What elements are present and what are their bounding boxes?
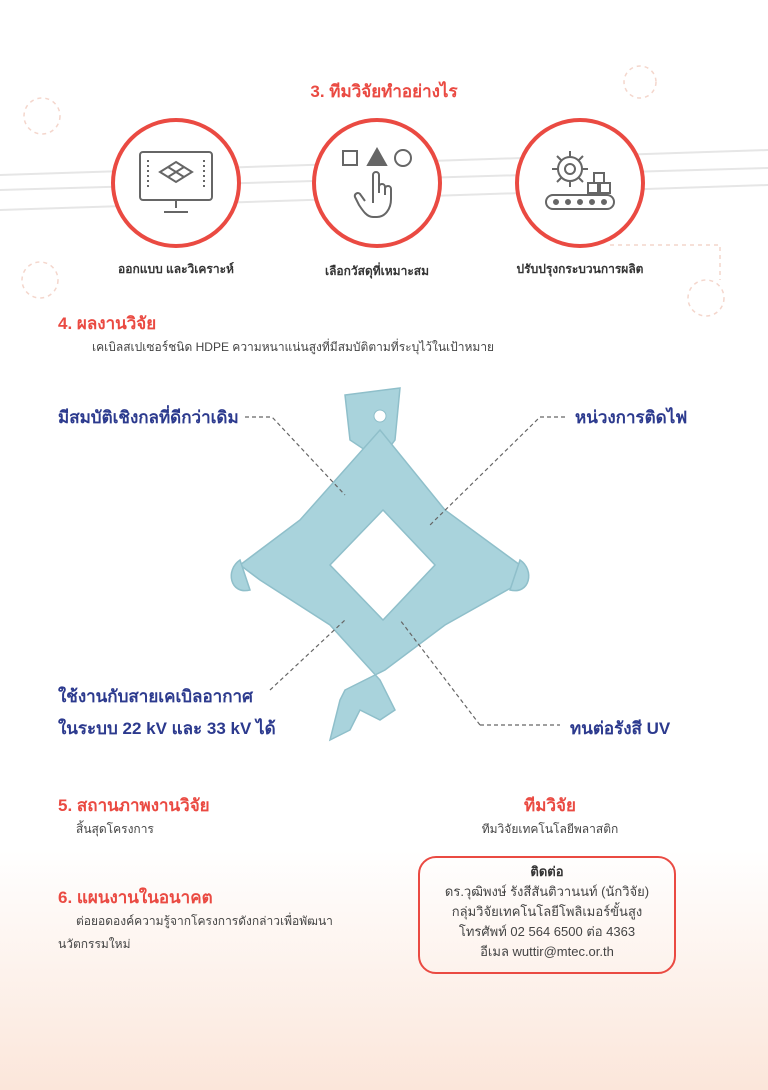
contact-phone: โทรศัพท์ 02 564 6500 ต่อ 4363 xyxy=(458,924,636,939)
step-label: เลือกวัสดุที่เหมาะสม xyxy=(324,264,430,278)
cable-spacer-image xyxy=(230,387,565,742)
contact-group: กลุ่มวิจัยเทคโนโลยีโพลิเมอร์ขั้นสูง xyxy=(451,904,643,919)
section5-desc: สิ้นสุดโครงการ xyxy=(76,822,154,836)
contact-email[interactable]: อีเมล wuttir@mtec.or.th xyxy=(480,944,614,959)
contact-box: ติดต่อ ดร.วุฒิพงษ์ รังสีสันติวานนท์ (นัก… xyxy=(418,856,676,974)
section5-title: 5. สถานภาพงานวิจัย xyxy=(58,796,210,815)
callout-aerial-cable: ใช้งานกับสายเคเบิลอากาศ xyxy=(58,687,253,706)
step-process-circle xyxy=(515,118,645,248)
section4-title: 4. ผลงานวิจัย xyxy=(58,314,157,333)
section6-title: 6. แผนงานในอนาคต xyxy=(58,888,213,907)
step-design-circle xyxy=(111,118,241,248)
section6-desc: ต่อยอดองค์ความรู้จากโครงการดังกล่าวเพื่อ… xyxy=(76,914,333,928)
computer-design-icon xyxy=(139,151,213,213)
team-name: ทีมวิจัยเทคโนโลยีพลาสติก xyxy=(481,822,619,836)
callout-voltage: ในระบบ 22 kV และ 33 kV ได้ xyxy=(58,719,276,738)
section4-desc: เคเบิลสเปเซอร์ชนิด HDPE ความหนาแน่นสูงที… xyxy=(92,340,495,354)
callout-flame-retardant: หน่วงการติดไฟ xyxy=(575,408,688,427)
section6-desc2: นวัตกรรมใหม่ xyxy=(58,937,131,951)
step-label: ออกแบบ และวิเคราะห์ xyxy=(118,262,234,276)
section3-title: 3. ทีมวิจัยทำอย่างไร xyxy=(310,82,458,101)
callout-uv: ทนต่อรังสี UV xyxy=(570,719,671,738)
hand-shapes-icon xyxy=(342,146,412,218)
step-label: ปรับปรุงกระบวนการผลิต xyxy=(516,262,644,276)
gear-conveyor-icon xyxy=(545,151,615,210)
step-material-circle xyxy=(312,118,442,248)
contact-title: ติดต่อ xyxy=(530,864,564,879)
team-title: ทีมวิจัย xyxy=(524,796,576,815)
callout-mechanical: มีสมบัติเชิงกลที่ดีกว่าเดิม xyxy=(58,408,239,427)
contact-person: ดร.วุฒิพงษ์ รังสีสันติวานนท์ (นักวิจัย) xyxy=(444,884,650,899)
